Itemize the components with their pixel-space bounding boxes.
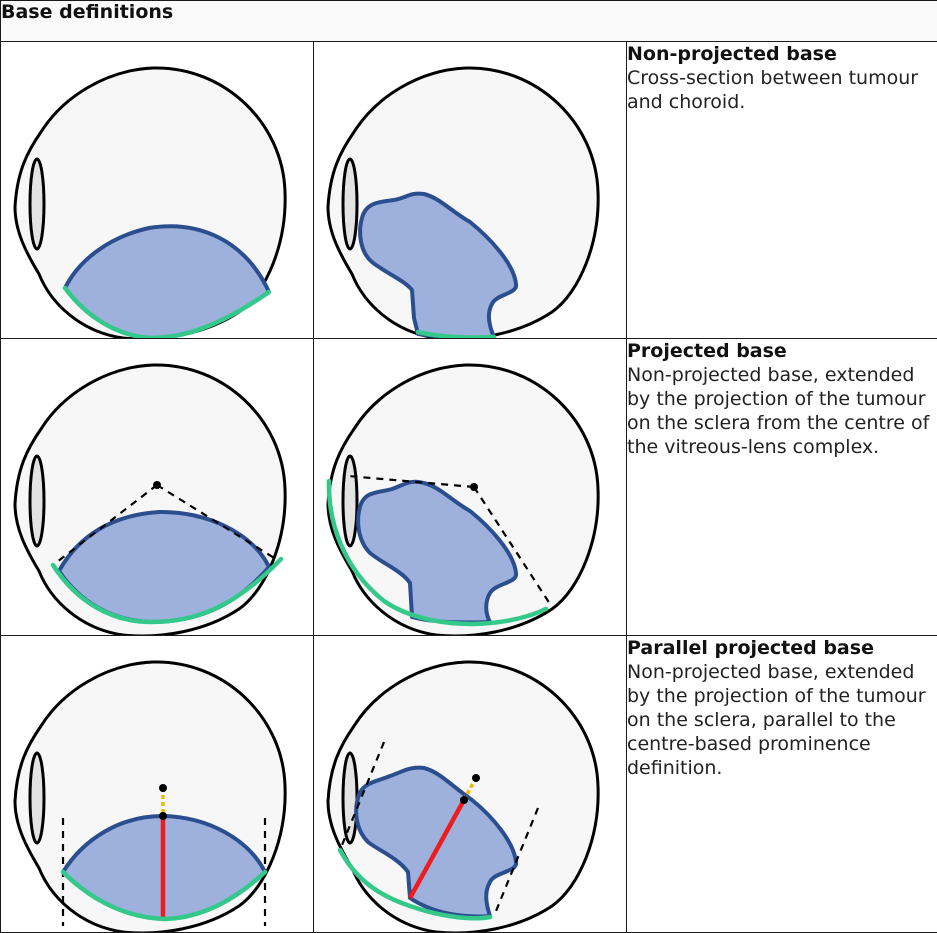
lens-icon <box>30 456 44 546</box>
projected-base-dome-diagram <box>1 339 314 635</box>
definition-text: Non-projected base, extended by the proj… <box>627 660 937 780</box>
definition-title: Parallel projected base <box>627 637 874 659</box>
lens-icon <box>30 159 44 249</box>
vitreous-lens-centre-dot <box>153 481 161 489</box>
diagram-cell <box>1 636 314 933</box>
parallel-projected-base-dome-diagram <box>1 636 314 932</box>
table-row: Parallel projected base Non-projected ba… <box>1 636 937 933</box>
diagram-cell <box>314 339 627 636</box>
definition-title: Projected base <box>627 340 787 362</box>
diagram-cell <box>1 339 314 636</box>
diagram-cell <box>314 636 627 933</box>
table-row: Projected base Non-projected base, exten… <box>1 339 937 636</box>
table-row: Non-projected base Cross-section between… <box>1 42 937 339</box>
definition-cell: Projected base Non-projected base, exten… <box>627 339 937 636</box>
definition-title: Non-projected base <box>627 43 837 65</box>
lens-icon <box>30 753 44 843</box>
definition-cell: Non-projected base Cross-section between… <box>627 42 937 339</box>
prominence-apex-dot <box>460 796 468 804</box>
table-header: Base definitions <box>1 1 937 42</box>
non-projected-base-mushroom-diagram <box>314 42 627 338</box>
vitreous-lens-centre-dot <box>472 774 480 782</box>
lens-icon <box>343 753 357 843</box>
lens-icon <box>343 159 357 249</box>
definition-text: Cross-section between tumour and choroid… <box>627 66 937 114</box>
non-projected-base-dome-diagram <box>1 42 314 338</box>
projected-base-mushroom-diagram <box>314 339 627 635</box>
diagram-cell <box>314 42 627 339</box>
vitreous-lens-centre-dot <box>159 784 167 792</box>
definition-text: Non-projected base, extended by the proj… <box>627 363 937 459</box>
prominence-apex-dot <box>159 812 167 820</box>
parallel-projected-base-mushroom-diagram <box>314 636 627 932</box>
lens-icon <box>343 456 357 546</box>
definition-cell: Parallel projected base Non-projected ba… <box>627 636 937 933</box>
diagram-cell <box>1 42 314 339</box>
vitreous-lens-centre-dot <box>470 483 478 491</box>
